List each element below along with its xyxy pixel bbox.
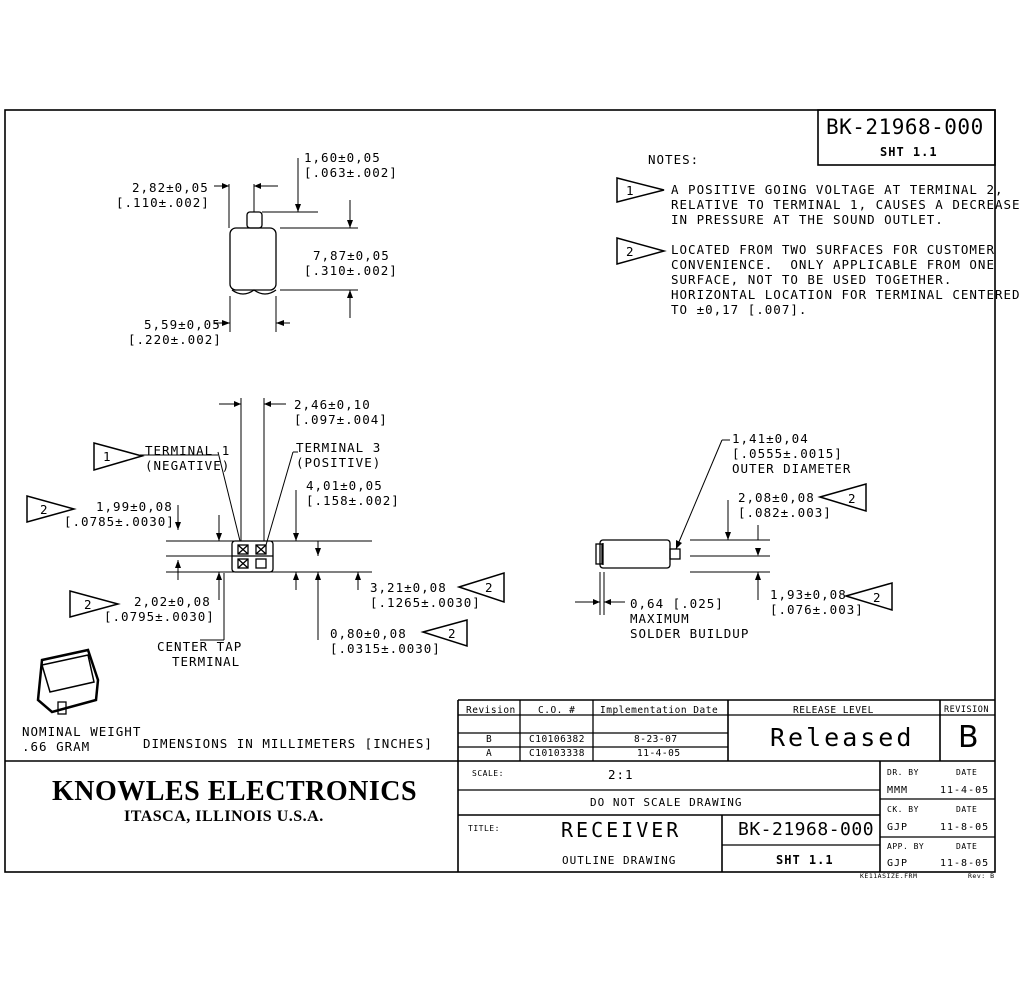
dim-0-64-solder: SOLDER BUILDUP [630,626,750,641]
note-2-line: SURFACE, NOT TO BE USED TOGETHER. [671,272,953,287]
dim-1-60-inch: [.063±.002] [304,165,398,180]
dim-1-99: 1,99±0,08 [96,499,173,514]
dim-0-64-max: MAXIMUM [630,611,690,626]
drawing-title: RECEIVER [561,818,682,842]
flag1-number: 1 [103,449,112,464]
rev-header-revision: Revision [466,705,516,716]
app-by-label: APP. BY [887,842,925,851]
dim-2-08: 2,08±0,08 [738,490,815,505]
note-2-line: CONVENIENCE. ONLY APPLICABLE FROM ONE [671,257,995,272]
company-name: KNOWLES ELECTRONICS [52,776,418,807]
dim-7-87: 7,87±0,05 [313,248,390,263]
note-1-line: A POSITIVE GOING VOLTAGE AT TERMINAL 2, [671,182,1004,197]
dim-2-46: 2,46±0,10 [294,397,371,412]
ck-by-label: CK. BY [887,805,919,814]
nominal-weight-label: NOMINAL WEIGHT [22,724,142,739]
form-name: KE11ASIZE.FRM [860,872,918,880]
sheet-number: SHT 1.1 [880,145,938,159]
dr-by-label: DR. BY [887,768,919,777]
rev-row-b-co: C10106382 [529,734,585,745]
dim-5-59-inch: [.220±.002] [128,332,222,347]
note-2-line: HORIZONTAL LOCATION FOR TERMINAL CENTERE… [671,287,1021,302]
dim-1-99-inch: [.0785±.0030] [64,514,175,529]
dim-2-82: 2,82±0,05 [132,180,209,195]
dr-date-label: DATE [956,768,978,777]
rev-row-a-date: 11-4-05 [637,748,681,759]
ck-date-label: DATE [956,805,978,814]
dim-1-41: 1,41±0,04 [732,431,809,446]
scale-value: 2:1 [608,767,634,782]
app-date-label: DATE [956,842,978,851]
note-2-line: TO ±0,17 [.007]. [671,302,808,317]
rev-row-a-co: C10103338 [529,748,585,759]
dim-2-46-inch: [.097±.004] [294,412,388,427]
nominal-weight-value: .66 GRAM [22,739,91,754]
rev-header-co: C.O. # [538,705,576,716]
drawing-number: BK-21968-000 [826,115,984,139]
rev-row-b-rev: B [486,734,493,745]
terminal-1-label: TERMINAL 1 [145,443,231,458]
dr-by-date: 11-4-05 [940,785,990,796]
dim-0-80-inch: [.0315±.0030] [330,641,441,656]
title-label: TITLE: [468,824,500,833]
note-1-line: RELATIVE TO TERMINAL 1, CAUSES A DECREAS… [671,197,1021,212]
revision-value: B [958,720,980,755]
flag2-number: 2 [848,491,857,506]
note1-flag-number: 1 [626,183,635,198]
rev-row-a-rev: A [486,748,493,759]
dim-0-80: 0,80±0,08 [330,626,407,641]
form-revision: Rev: B [968,872,995,880]
dim-0-64: 0,64 [.025] [630,596,724,611]
release-level-value: Released [770,723,915,752]
rev-row-b-date: 8-23-07 [634,734,678,745]
dim-3-21: 3,21±0,08 [370,580,447,595]
dim-2-02-inch: [.0795±.0030] [104,609,215,624]
note-1: A POSITIVE GOING VOLTAGE AT TERMINAL 2, … [671,182,1021,227]
center-tap-terminal: TERMINAL [172,654,241,669]
note-2-line: LOCATED FROM TWO SURFACES FOR CUSTOMER [671,242,995,257]
dim-2-82-inch: [.110±.002] [116,195,210,210]
title-sheet-number: SHT 1.1 [776,853,834,867]
app-by-name: GJP [887,858,909,869]
dim-1-41-inch: [.0555±.0015] [732,446,843,461]
dim-2-08-inch: [.082±.003] [738,505,832,520]
ck-by-name: GJP [887,822,909,833]
terminal-3-polarity: (POSITIVE) [296,455,382,470]
flag2-number: 2 [873,590,882,605]
release-level-label: RELEASE LEVEL [793,705,874,716]
note2-flag-number: 2 [626,244,635,259]
rev-header-date: Implementation Date [600,705,719,716]
drawing-linework [4,109,996,873]
flag2-number: 2 [485,580,494,595]
do-not-scale: DO NOT SCALE DRAWING [590,796,743,809]
dim-4-01: 4,01±0,05 [306,478,383,493]
flag2-number: 2 [40,502,49,517]
note-1-line: IN PRESSURE AT THE SOUND OUTLET. [671,212,944,227]
app-by-date: 11-8-05 [940,858,990,869]
dim-1-93: 1,93±0,08 [770,587,847,602]
flag2-number: 2 [448,626,457,641]
dim-7-87-inch: [.310±.002] [304,263,398,278]
drawing-subtitle: OUTLINE DRAWING [562,854,677,867]
dr-by-name: MMM [887,785,909,796]
company-location: ITASCA, ILLINOIS U.S.A. [124,808,324,825]
dim-3-21-inch: [.1265±.0030] [370,595,481,610]
notes-title: NOTES: [648,152,700,167]
scale-label: SCALE: [472,769,504,778]
dim-1-60: 1,60±0,05 [304,150,381,165]
flag2-number: 2 [84,597,93,612]
note-2: LOCATED FROM TWO SURFACES FOR CUSTOMER C… [671,242,1021,317]
revision-label: REVISION [944,705,989,715]
title-drawing-number: BK-21968-000 [738,819,875,840]
terminal-1-polarity: (NEGATIVE) [145,458,231,473]
dim-4-01-inch: [.158±.002] [306,493,400,508]
ck-by-date: 11-8-05 [940,822,990,833]
dim-5-59: 5,59±0,05 [144,317,221,332]
units-note: DIMENSIONS IN MILLIMETERS [INCHES] [143,736,433,751]
dim-1-93-inch: [.076±.003] [770,602,864,617]
center-tap-label: CENTER TAP [157,639,243,654]
terminal-3-label: TERMINAL 3 [296,440,382,455]
dim-1-41-label: OUTER DIAMETER [732,461,852,476]
dim-2-02: 2,02±0,08 [134,594,211,609]
